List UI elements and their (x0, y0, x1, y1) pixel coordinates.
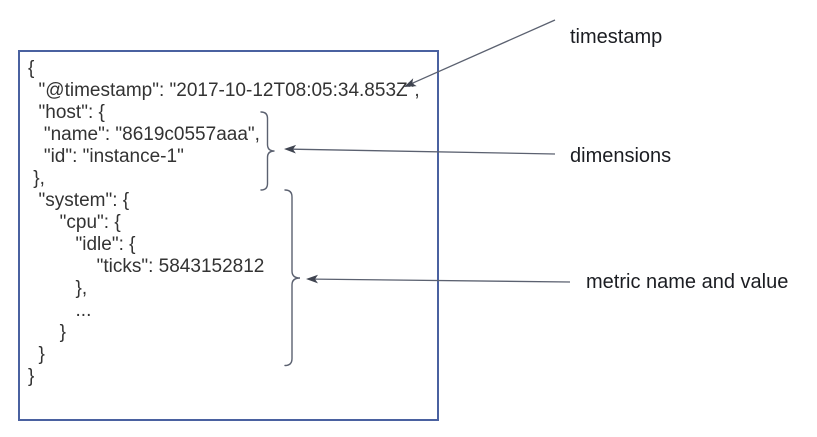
json-code-line-host-name: "name": "8619c0557aaa", (28, 124, 260, 145)
json-document-box: { "@timestamp": "2017-10-12T08:05:34.853… (18, 50, 439, 421)
json-code-line-idle-open: "idle": { (28, 234, 136, 255)
timestamp-label: timestamp (570, 26, 663, 48)
dimensions-label: dimensions (570, 145, 672, 167)
json-code-line-root-close: } (28, 366, 35, 387)
json-code-line: { (28, 58, 35, 79)
json-code-line-ellipsis: ... (28, 300, 92, 321)
json-code-line-host-close: }, (28, 168, 45, 189)
json-code-line-system-open: "system": { (28, 190, 130, 211)
json-code-line-host-id: "id": "instance-1" (28, 146, 184, 167)
json-code-line-host-open: "host": { (28, 102, 105, 123)
json-code-line-idle-close: }, (28, 278, 88, 299)
json-code-line-ticks: "ticks": 5843152812 (28, 256, 265, 277)
json-code-line-system-close: } (28, 344, 45, 365)
json-code-line-cpu-open: "cpu": { (28, 212, 121, 233)
json-code-line-timestamp: "@timestamp": "2017-10-12T08:05:34.853Z"… (28, 80, 420, 101)
json-code-line-cpu-close: } (28, 322, 67, 343)
json-code-block: { "@timestamp": "2017-10-12T08:05:34.853… (28, 58, 437, 388)
metric-name-and-value-label: metric name and value (586, 271, 789, 293)
